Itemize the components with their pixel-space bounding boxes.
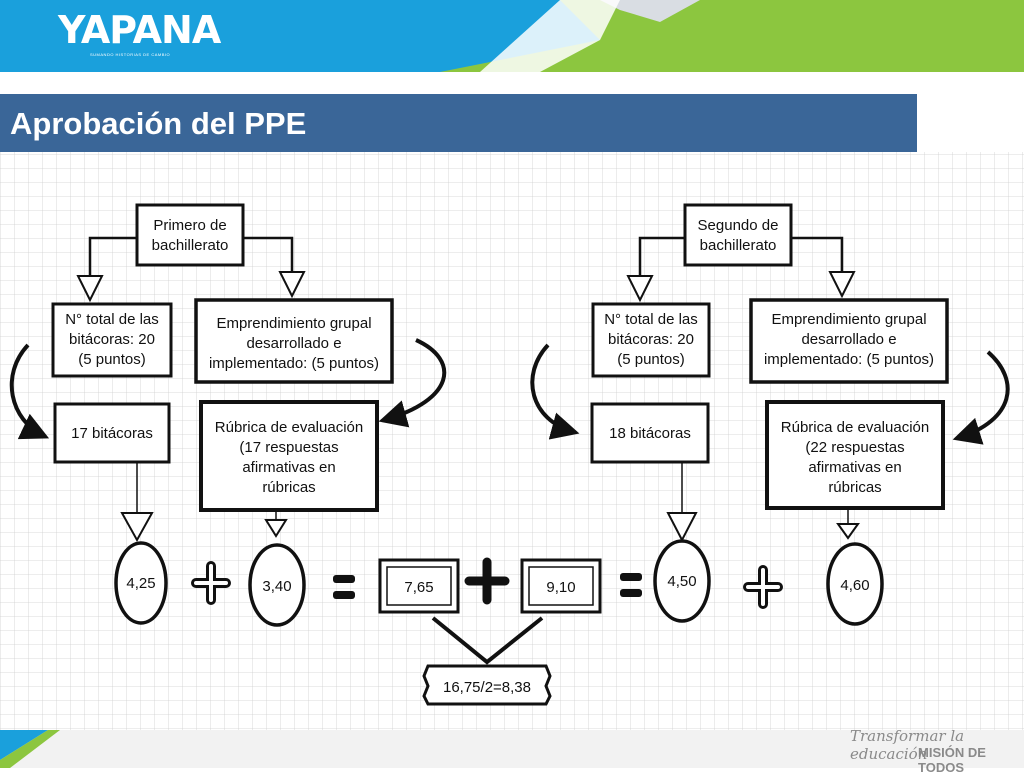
left-total-box: 7,65 (378, 558, 460, 614)
left-logs-line-3: (5 puntos) (78, 351, 146, 368)
yapana-logo: YAPANA (58, 8, 221, 52)
center-equation: 7,65 9,10 16,75/2=8,38 (333, 557, 642, 706)
right-rubric-line-4: rúbricas (828, 479, 881, 496)
right-rubric-line-2: (22 respuestas (805, 439, 904, 456)
left-venture-box: Emprendimiento grupal desarrollado e imp… (194, 298, 394, 384)
logo-tagline: SUMANDO HISTORIAS DE CAMBIO (90, 52, 171, 57)
footer-bar (0, 730, 1024, 768)
final-result: 16,75/2=8,38 (443, 679, 531, 696)
left-rubric-box: Rúbrica de evaluación (17 respuestas afi… (199, 400, 379, 512)
right-score-rubric: 4,60 (840, 577, 869, 594)
right-total-box: 9,10 (520, 558, 602, 614)
title-bar (0, 94, 917, 152)
right-arrow-score-logs-icon (666, 512, 698, 543)
right-rubric-line-1: Rúbrica de evaluación (781, 419, 929, 436)
left-logs-line-2: bitácoras: 20 (69, 331, 155, 348)
left-rubric-line-4: rúbricas (262, 479, 315, 496)
left-header-box: Primero de bachillerato (135, 203, 245, 267)
ppe-approval-diagram: Primero de bachillerato N° total de las … (0, 152, 1024, 730)
left-venture-line-2: desarrollado e (246, 335, 341, 352)
merge-bracket-icon (431, 616, 544, 665)
left-header-line-1: Primero de (153, 217, 226, 234)
right-venture-line-3: implementado: (5 puntos) (764, 351, 934, 368)
left-logs-count: 17 bitácoras (71, 425, 153, 442)
right-header-line-2: bachillerato (700, 237, 777, 254)
left-logs-count-box: 17 bitácoras (53, 402, 171, 464)
right-venture-line-1: Emprendimiento grupal (771, 311, 926, 328)
right-logs-count: 18 bitácoras (609, 425, 691, 442)
right-curved-arrow-rubric-icon (952, 350, 1010, 445)
right-flow: Segundo de bachillerato N° total de las … (530, 203, 1010, 626)
right-arrow-down-venture-icon (828, 271, 856, 299)
left-arrow-down-logs-icon (76, 275, 104, 303)
right-rubric-box: Rúbrica de evaluación (22 respuestas afi… (765, 400, 945, 510)
left-header-line-2: bachillerato (152, 237, 229, 254)
right-header-line-1: Segundo de (698, 217, 779, 234)
right-logs-line-2: bitácoras: 20 (608, 331, 694, 348)
footer-slogan: Transformar la educación (850, 727, 965, 763)
left-curved-arrow-logs-icon (9, 343, 50, 440)
left-logs-line-1: N° total de las (65, 311, 159, 328)
left-rubric-line-1: Rúbrica de evaluación (215, 419, 363, 436)
left-branch-lines (88, 236, 294, 276)
left-flow: Primero de bachillerato N° total de las … (9, 203, 447, 627)
plus-sign-icon (191, 561, 231, 605)
left-score-logs: 4,25 (126, 575, 155, 592)
plus-sign-right-icon (743, 565, 783, 609)
equals-sign-icon (333, 575, 355, 599)
left-rubric-line-2: (17 respuestas (239, 439, 338, 456)
right-venture-box: Emprendimiento grupal desarrollado e imp… (749, 298, 949, 384)
right-logs-count-box: 18 bitácoras (590, 402, 710, 464)
left-total: 7,65 (404, 579, 433, 596)
right-curved-arrow-logs-icon (530, 343, 580, 440)
left-venture-line-3: implementado: (5 puntos) (209, 355, 379, 372)
left-venture-line-1: Emprendimiento grupal (216, 315, 371, 332)
right-arrow-down-logs-icon (626, 275, 654, 303)
right-logs-line-3: (5 puntos) (617, 351, 685, 368)
right-venture-line-2: desarrollado e (801, 331, 896, 348)
right-logs-total-box: N° total de las bitácoras: 20 (5 puntos) (591, 302, 711, 378)
left-score-logs-circle: 4,25 (114, 541, 168, 625)
left-score-rubric: 3,40 (262, 578, 291, 595)
right-rubric-line-3: afirmativas en (808, 459, 901, 476)
footer-decoration (0, 730, 60, 768)
left-arrow-score-rubric-icon (264, 519, 288, 538)
right-branch-lines (638, 236, 844, 276)
final-result-box: 16,75/2=8,38 (422, 664, 552, 706)
slide-title: Aprobación del PPE (10, 106, 307, 141)
equals-sign-right-icon (620, 573, 642, 597)
left-arrow-down-venture-icon (278, 271, 306, 299)
header-decoration (440, 0, 1024, 72)
plus-bold-icon (464, 557, 510, 605)
left-score-rubric-circle: 3,40 (248, 543, 306, 627)
footer-mission: MISIÓN DE TODOS (918, 745, 986, 775)
right-arrow-score-rubric-icon (836, 523, 860, 540)
right-logs-line-1: N° total de las (604, 311, 698, 328)
right-header-box: Segundo de bachillerato (683, 203, 793, 267)
right-total: 9,10 (546, 579, 575, 596)
left-arrow-score-logs-icon (120, 512, 154, 543)
left-rubric-line-3: afirmativas en (242, 459, 335, 476)
left-logs-total-box: N° total de las bitácoras: 20 (5 puntos) (51, 302, 173, 378)
left-curved-arrow-rubric-icon (378, 338, 447, 428)
right-score-rubric-circle: 4,60 (826, 542, 884, 626)
right-score-logs-circle: 4,50 (653, 539, 711, 623)
right-score-logs: 4,50 (667, 573, 696, 590)
